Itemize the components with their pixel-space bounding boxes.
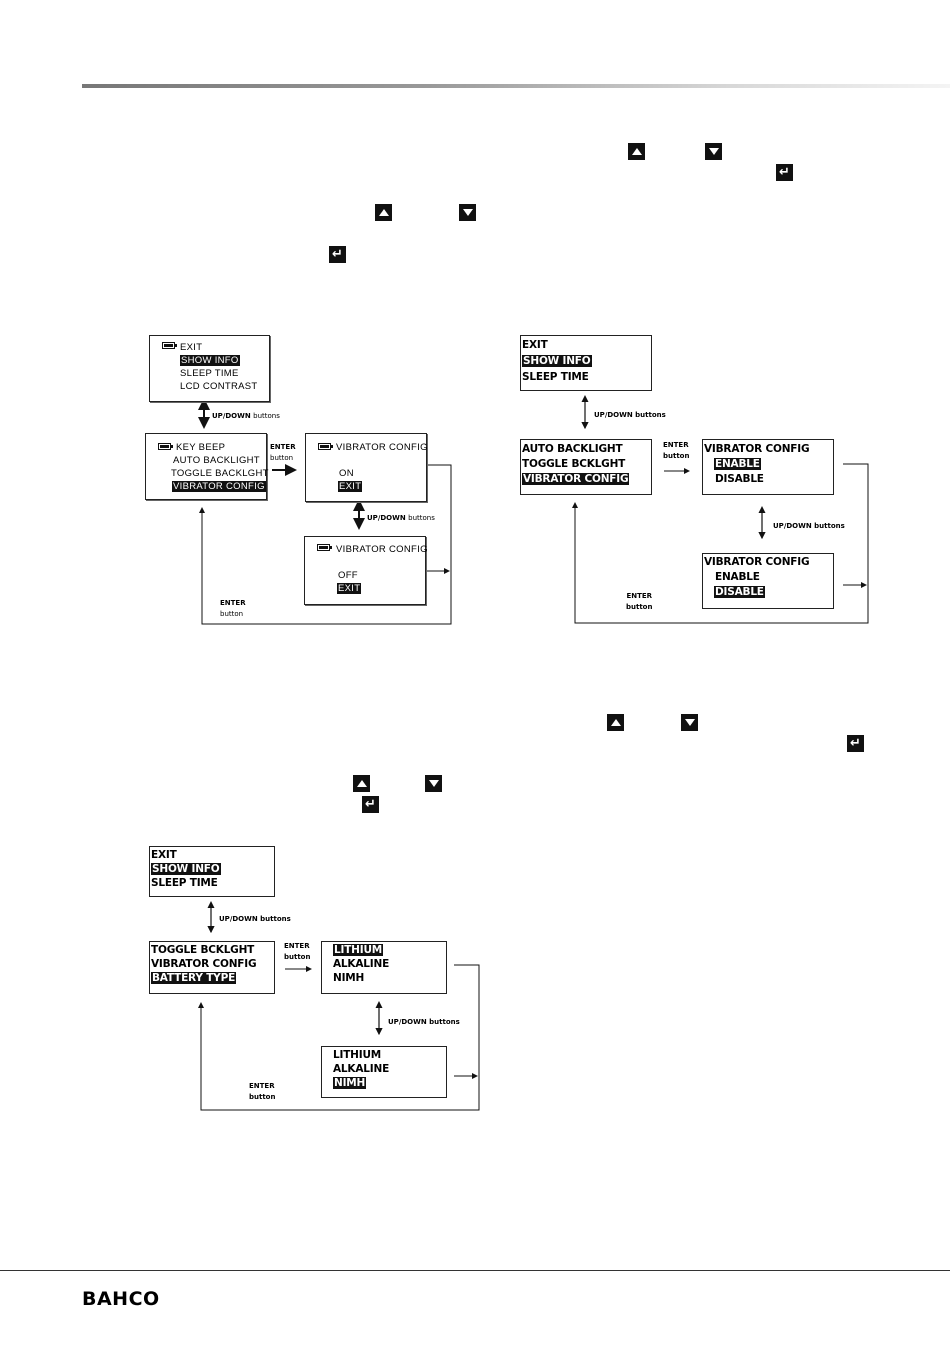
menu-item: AUTO BACKLIGHT xyxy=(522,443,623,455)
menu-item-selected: SHOW INFO xyxy=(180,355,240,366)
option-item-selected: EXIT xyxy=(338,481,363,492)
option-item: ALKALINE xyxy=(333,1063,390,1075)
down-arrow-button-icon xyxy=(459,204,476,221)
screen-title: VIBRATOR CONFIG xyxy=(704,556,810,568)
option-item: ALKALINE xyxy=(333,958,390,970)
menu-item: EXIT xyxy=(180,342,203,353)
menu-screen-main: EXIT SHOW INFO SLEEP TIME LCD CONTRAST xyxy=(149,335,270,402)
updown-label: UP/DOWN buttons xyxy=(367,514,435,522)
footer-rule xyxy=(0,1270,950,1271)
menu-item: SLEEP TIME xyxy=(151,877,218,889)
option-item-selected: ENABLE xyxy=(714,458,761,470)
enter-button-icon: ↵ xyxy=(847,735,864,752)
screen-title: VIBRATOR CONFIG xyxy=(336,544,428,555)
down-arrow-button-icon xyxy=(681,714,698,731)
screen-title: VIBRATOR CONFIG xyxy=(704,443,810,455)
menu-item: SLEEP TIME xyxy=(522,371,589,383)
menu-item-selected: VIBRATOR CONFIG xyxy=(522,473,630,485)
option-item: OFF xyxy=(338,570,358,581)
menu-item: TOGGLE BCKLGHT xyxy=(151,944,255,956)
battery-icon xyxy=(158,443,173,450)
battery-icon xyxy=(317,544,332,551)
vibrator-screen-disable: VIBRATOR CONFIG ENABLE DISABLE xyxy=(702,553,834,609)
menu-item-selected: SHOW INFO xyxy=(522,355,592,367)
menu-item: EXIT xyxy=(151,849,177,861)
up-arrow-button-icon xyxy=(375,204,392,221)
screen-title: VIBRATOR CONFIG xyxy=(336,442,428,453)
vibrator-screen-enable: VIBRATOR CONFIG ENABLE DISABLE xyxy=(702,439,834,495)
battery-icon xyxy=(162,342,177,349)
menu-item: EXIT xyxy=(522,339,548,351)
menu-item: TOGGLE BCKLGHT xyxy=(522,458,626,470)
option-item: ON xyxy=(339,468,354,479)
option-item: LITHIUM xyxy=(333,1049,382,1061)
down-arrow-button-icon xyxy=(705,143,722,160)
enter-button-icon: ↵ xyxy=(329,246,346,263)
menu-screen-sub: KEY BEEP AUTO BACKLIGHT TOGGLE BACKLGHT … xyxy=(145,433,269,500)
menu-screen-main: EXIT SHOW INFO SLEEP TIME xyxy=(520,335,652,391)
battery-icon xyxy=(318,443,333,450)
updown-label: UP/DOWN buttons xyxy=(212,412,280,420)
option-item-selected: DISABLE xyxy=(714,586,765,598)
updown-label: UP/DOWN buttons xyxy=(219,915,291,923)
menu-screen-sub: TOGGLE BCKLGHT VIBRATOR CONFIG BATTERY T… xyxy=(149,941,275,994)
menu-item: TOGGLE BACKLGHT xyxy=(171,468,269,479)
header-rule xyxy=(82,84,950,88)
option-item: DISABLE xyxy=(715,473,764,485)
menu-item: AUTO BACKLIGHT xyxy=(173,455,260,466)
menu-item-selected: VIBRATOR CONFIG xyxy=(172,481,266,492)
up-arrow-button-icon xyxy=(628,143,645,160)
menu-item: SLEEP TIME xyxy=(180,368,239,379)
up-arrow-button-icon xyxy=(607,714,624,731)
menu-item-selected: BATTERY TYPE xyxy=(151,972,237,984)
menu-screen-main: EXIT SHOW INFO SLEEP TIME xyxy=(149,846,275,897)
battery-type-screen-nimh: LITHIUM ALKALINE NIMH xyxy=(321,1046,447,1098)
option-item-selected: LITHIUM xyxy=(333,944,384,956)
menu-item: VIBRATOR CONFIG xyxy=(151,958,257,970)
battery-type-screen-lithium: LITHIUM ALKALINE NIMH xyxy=(321,941,447,994)
updown-label: UP/DOWN buttons xyxy=(388,1018,460,1026)
updown-label: UP/DOWN buttons xyxy=(773,522,845,530)
vibrator-screen-on: VIBRATOR CONFIG ON EXIT xyxy=(305,433,427,502)
option-item: ENABLE xyxy=(715,571,760,583)
enter-button-icon: ↵ xyxy=(776,164,793,181)
up-arrow-button-icon xyxy=(353,775,370,792)
menu-item: KEY BEEP xyxy=(176,442,226,453)
updown-label: UP/DOWN buttons xyxy=(594,411,666,419)
menu-item: LCD CONTRAST xyxy=(180,381,258,392)
menu-screen-sub: AUTO BACKLIGHT TOGGLE BCKLGHT VIBRATOR C… xyxy=(520,439,652,495)
menu-item-selected: SHOW INFO xyxy=(151,863,221,875)
down-arrow-button-icon xyxy=(425,775,442,792)
option-item: NIMH xyxy=(333,972,365,984)
enter-button-icon: ↵ xyxy=(362,796,379,813)
vibrator-screen-off: VIBRATOR CONFIG OFF EXIT xyxy=(304,536,428,605)
option-item-selected: EXIT xyxy=(337,583,362,594)
brand-logo: BAHCO xyxy=(82,1288,160,1310)
option-item-selected: NIMH xyxy=(333,1077,367,1089)
